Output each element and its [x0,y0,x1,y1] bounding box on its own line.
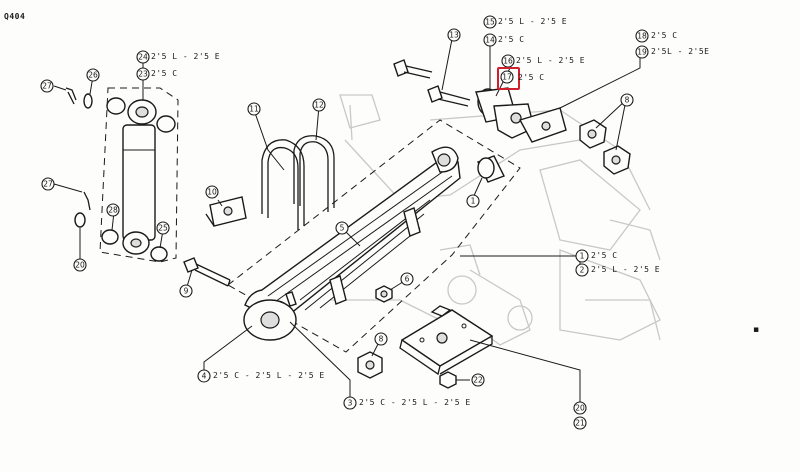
svg-text:26: 26 [88,71,98,80]
svg-text:28: 28 [108,206,118,215]
svg-text:8: 8 [625,96,630,105]
svg-text:1: 1 [471,197,476,206]
note-2: 2'5 L - 2'5 E [591,265,661,274]
plate-10 [205,196,247,227]
callout-10: 10 [205,185,219,199]
svg-text:22: 22 [473,376,483,385]
svg-text:9: 9 [184,287,189,296]
note-19: 2'5L - 2'5E [651,47,710,56]
nut-8-bottom [357,351,383,379]
callout-22: 22 [471,373,485,387]
callout-9: 9 [179,284,193,298]
svg-text:17: 17 [502,73,512,82]
note-14: 2'5 C [498,35,525,44]
svg-text:20: 20 [575,404,585,413]
callout-25: 25 [156,221,170,235]
note-23: 2'5 C [151,69,178,78]
note-16: 2'5 L - 2'5 E [516,56,586,65]
callout-20-left: 20 [73,258,87,272]
svg-text:15: 15 [485,18,495,27]
callout-18: 18 [635,29,649,43]
callout-17: 17 [500,70,514,84]
callout-4: 4 [197,369,211,383]
callout-8-right: 8 [620,93,634,107]
note-3: 2'5 C - 2'5 L - 2'5 E [359,398,471,407]
svg-text:11: 11 [249,105,259,114]
callout-20-bottom: 20 [573,401,587,415]
nut-6 [375,285,393,303]
shackle-assembly [393,59,567,143]
callout-5: 5 [335,221,349,235]
svg-text:19: 19 [637,48,647,57]
callout-11: 11 [247,102,261,116]
svg-text:27: 27 [43,180,53,189]
svg-text:20: 20 [75,261,85,270]
note-15: 2'5 L - 2'5 E [498,17,568,26]
callout-14: 14 [483,33,497,47]
callout-15: 15 [483,15,497,29]
nuts-8-right [579,119,631,175]
svg-text:25: 25 [158,224,168,233]
note-24: 2'5 L - 2'5 E [151,52,221,61]
leaf-spring [243,146,461,341]
chassis-ghost [330,94,661,346]
callout-3: 3 [343,396,357,410]
svg-text:24: 24 [138,53,148,62]
shock-absorber [101,97,176,262]
svg-text:21: 21 [575,419,585,428]
svg-text:13: 13 [449,31,459,40]
diagram-code: Q404 [4,12,26,21]
svg-text:27: 27 [42,82,52,91]
callout-2: 2 [575,263,589,277]
left-small-parts [65,87,93,228]
svg-text:10: 10 [207,188,217,197]
note-18: 2'5 C [651,31,678,40]
callout-16: 16 [501,54,515,68]
callout-28: 28 [106,203,120,217]
callout-24: 24 [136,50,150,64]
callout-12: 12 [312,98,326,112]
note-4: 2'5 C - 2'5 L - 2'5 E [213,371,325,380]
note-17: 2'5 C [518,73,545,82]
svg-text:1: 1 [580,252,585,261]
spring-group-outline [227,119,521,353]
callout-27-top: 27 [40,79,54,93]
callout-19: 19 [635,45,649,59]
callout-6: 6 [400,272,414,286]
svg-text:4: 4 [202,372,207,381]
u-bolts [261,135,335,230]
callout-8-bottom: 8 [374,332,388,346]
callout-1: 1 [466,194,480,208]
svg-text:3: 3 [348,399,353,408]
bracket-plate [399,305,494,389]
svg-text:14: 14 [485,36,495,45]
callout-27-mid: 27 [41,177,55,191]
callout-13: 13 [447,28,461,42]
callout-1-reference: 1 [575,249,589,263]
svg-text:5: 5 [340,224,345,233]
highlight-box [497,67,520,90]
note-1: 2'5 C [591,251,618,260]
svg-text:23: 23 [138,70,148,79]
svg-text:6: 6 [405,275,410,284]
bushing-1 [477,155,505,183]
callout-26: 26 [86,68,100,82]
bolt-9 [183,257,231,287]
shock-group-outline [99,87,179,263]
svg-text:2: 2 [580,266,585,275]
svg-text:12: 12 [314,101,324,110]
callout-23: 23 [136,67,150,81]
svg-text:16: 16 [503,57,513,66]
stray-mark: ▪ [753,325,760,335]
callout-21: 21 [573,416,587,430]
svg-text:18: 18 [637,32,647,41]
svg-text:8: 8 [379,335,384,344]
